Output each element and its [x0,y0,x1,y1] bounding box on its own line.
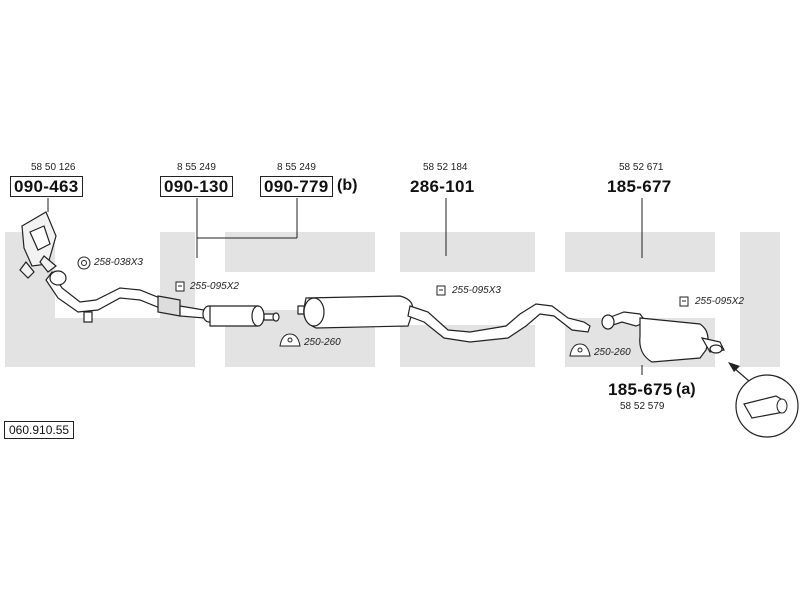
accessory-label: 250-260 [594,347,631,358]
accessory-label: 255-095X3 [452,285,501,296]
watermark-logo [5,232,780,367]
oe-number-label: 8 55 249 [177,162,216,173]
oe-number-label: 8 55 249 [277,162,316,173]
part-number-label[interactable]: 090-779 [260,176,333,197]
middle-resonator [179,305,280,327]
oe-number-label: 58 50 126 [31,162,76,173]
oe-number-label: 58 52 579 [620,401,665,412]
accessory-label: 255-095X2 [695,296,744,307]
tailpipe-detail-callout [728,362,799,438]
oe-number-label: 58 52 671 [619,162,664,173]
gasket-icon [77,256,91,270]
clamp-icon [436,285,446,296]
part-number-label[interactable]: 185-677 [607,177,672,196]
part-variant-label: (a) [676,381,696,398]
clamp-icon [679,296,689,307]
accessory-icons [77,256,689,357]
clamp-icon [175,281,185,292]
oe-number-label: 58 52 184 [423,162,468,173]
part-number-label[interactable]: 090-463 [10,176,83,197]
leader-lines [47,198,643,375]
front-pipe [45,270,181,323]
part-number-label[interactable]: 185-675 [608,380,673,399]
accessory-label: 258-038X3 [94,257,143,268]
hanger-icon [279,333,301,347]
part-number-label[interactable]: 090-130 [160,176,233,197]
diagram-code-label: 060.910.55 [4,421,75,439]
accessory-label: 250-260 [304,337,341,348]
accessory-label: 255-095X2 [190,281,239,292]
part-number-label[interactable]: 286-101 [410,177,475,196]
catalytic-converter [19,211,57,279]
rear-silencer [601,311,725,363]
center-silencer [297,295,591,343]
part-variant-label: (b) [337,177,358,194]
hanger-icon [569,343,591,357]
